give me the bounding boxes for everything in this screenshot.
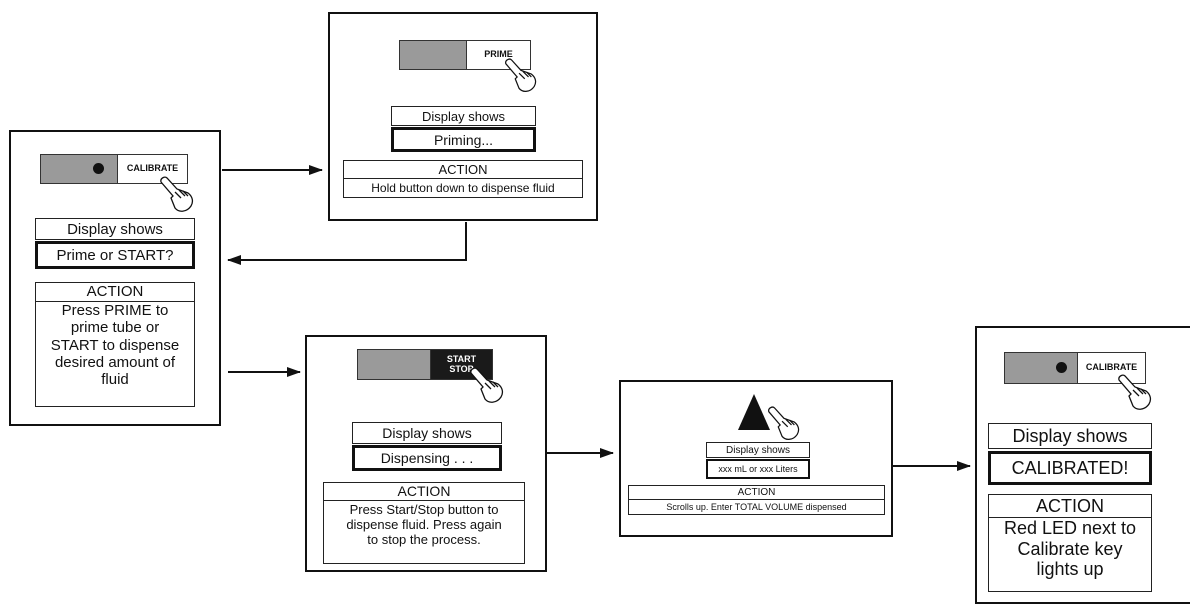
action-line: Press PRIME to — [61, 302, 169, 319]
action-line: Red LED next to — [1003, 518, 1137, 538]
display-label: Display shows — [706, 442, 810, 458]
action-line: Press Start/Stop button to — [349, 502, 499, 517]
action-box: ACTION Press PRIME to prime tube or STAR… — [35, 282, 195, 407]
display-value: Priming... — [391, 127, 536, 152]
up-arrow-key-icon[interactable] — [734, 390, 782, 438]
prime-key-label: PRIME — [466, 41, 530, 69]
panel-calibrate-start: CALIBRATE Display shows Prime or START? … — [9, 130, 221, 426]
action-line: prime tube or — [70, 319, 160, 337]
pointing-hand-icon — [160, 176, 194, 212]
display-label: Display shows — [35, 218, 195, 240]
action-title: ACTION — [989, 495, 1151, 518]
action-line: dispense fluid. Press again — [346, 516, 502, 532]
pointing-hand-icon — [505, 58, 537, 92]
calibrate-key[interactable]: CALIBRATE — [1004, 352, 1146, 384]
display-value: Prime or START? — [35, 241, 195, 269]
action-line: lights up — [1036, 559, 1104, 580]
action-box: ACTION Hold button down to dispense flui… — [343, 160, 583, 198]
display-label: Display shows — [391, 106, 536, 126]
led-dot-icon — [1056, 362, 1067, 373]
action-box: ACTION Red LED next to Calibrate key lig… — [988, 494, 1152, 592]
display-value: CALIBRATED! — [988, 451, 1152, 485]
calibrate-key[interactable]: CALIBRATE — [40, 154, 188, 184]
action-title: ACTION — [324, 483, 524, 501]
panel-start-stop: START STOP Display shows Dispensing . . … — [305, 335, 547, 572]
start-stop-key[interactable]: START STOP — [357, 349, 493, 380]
action-title: ACTION — [36, 283, 194, 302]
led-dot-icon — [93, 163, 104, 174]
display-label: Display shows — [352, 422, 502, 444]
calibrate-key-label: CALIBRATE — [1077, 353, 1145, 383]
pointing-hand-icon — [768, 406, 800, 440]
pointing-hand-icon — [470, 367, 504, 403]
action-line: desired amount of — [54, 353, 176, 371]
action-title: ACTION — [344, 161, 582, 179]
action-line: fluid — [101, 371, 129, 388]
action-line: Calibrate key — [1017, 538, 1123, 559]
display-label: Display shows — [988, 423, 1152, 449]
panel-calibrated: CALIBRATE Display shows CALIBRATED! ACTI… — [975, 326, 1190, 604]
action-text: Scrolls up. Enter TOTAL VOLUME dispensed — [666, 502, 847, 512]
display-value: xxx mL or xxx Liters — [706, 459, 810, 479]
action-box: ACTION Press Start/Stop button to dispen… — [323, 482, 525, 564]
stop-label: STOP — [449, 363, 474, 374]
action-box: ACTION Scrolls up. Enter TOTAL VOLUME di… — [628, 485, 885, 515]
action-line: to stop the process. — [367, 531, 481, 547]
arrow-back-from-prime — [227, 222, 467, 265]
prime-key[interactable]: PRIME — [399, 40, 531, 70]
panel-scroll-up: Display shows xxx mL or xxx Liters ACTIO… — [619, 380, 893, 537]
panel-prime: PRIME Display shows Priming... ACTION Ho… — [328, 12, 598, 221]
action-text: Hold button down to dispense fluid — [371, 181, 555, 195]
action-line: START to dispense — [50, 336, 180, 354]
start-label: START — [446, 354, 477, 365]
pointing-hand-icon — [1118, 374, 1152, 410]
display-value: Dispensing . . . — [352, 445, 502, 471]
action-title: ACTION — [629, 486, 884, 500]
calibrate-key-label: CALIBRATE — [117, 155, 187, 183]
